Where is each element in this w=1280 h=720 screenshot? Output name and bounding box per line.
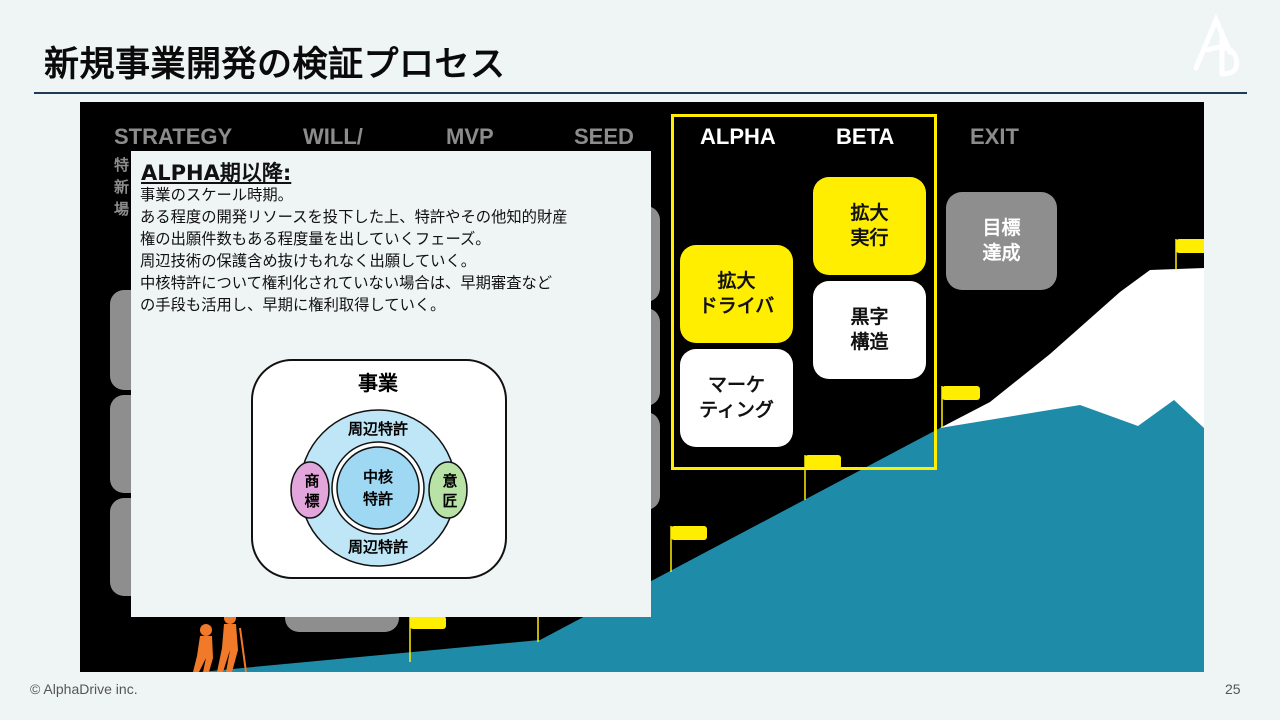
trademark-label-2: 標 bbox=[304, 492, 319, 510]
stage-beta-label: BETA bbox=[836, 124, 895, 149]
trademark-label-1: 商 bbox=[304, 472, 319, 490]
strategy-partial-2: 新 bbox=[114, 178, 130, 196]
beta-execute-box: 拡大 実行 bbox=[813, 177, 926, 275]
exit-goal-box: 目標 達成 bbox=[946, 192, 1057, 290]
patent-diagram: 事業 周辺特許 周辺特許 中核 特許 商 標 意 匠 bbox=[251, 359, 507, 579]
copyright: © AlphaDrive inc. bbox=[30, 681, 138, 697]
stage-seed-label: SEED bbox=[574, 124, 634, 149]
core-circle bbox=[336, 446, 420, 530]
trademark-ellipse bbox=[290, 461, 330, 519]
alphadrive-logo-icon bbox=[1193, 13, 1240, 77]
alpha-drive-box: 拡大 ドライバ bbox=[680, 245, 793, 343]
stage-exit-label: EXIT bbox=[970, 124, 1019, 149]
stage-will-label: WILL/ bbox=[303, 124, 363, 149]
design-label-1: 意 bbox=[442, 472, 457, 490]
mountain-slope bbox=[200, 400, 1204, 672]
alpha-callout: ALPHA期以降: 事業のスケール時期。 ある程度の開発リソースを投下した上、特… bbox=[131, 151, 651, 617]
callout-line: 中核特許について権利化されていない場合は、早期審査など bbox=[140, 274, 553, 292]
design-label-2: 匠 bbox=[442, 492, 457, 510]
callout-line: ある程度の開発リソースを投下した上、特許やその他知的財産 bbox=[140, 208, 568, 226]
growth-mountain bbox=[193, 239, 1204, 672]
milestone-flags bbox=[409, 239, 1204, 662]
page-number: 25 bbox=[1225, 681, 1241, 697]
peripheral-bottom-label: 周辺特許 bbox=[348, 538, 408, 556]
strategy-partial-1: 特 bbox=[114, 156, 130, 174]
callout-body: 事業のスケール時期。 ある程度の開発リソースを投下した上、特許やその他知的財産 … bbox=[140, 184, 645, 316]
core-label-2: 特許 bbox=[363, 490, 393, 508]
business-label: 事業 bbox=[358, 371, 399, 395]
climbers-icon bbox=[193, 612, 247, 672]
alpha-marketing-box: マーケ ティング bbox=[680, 349, 793, 447]
callout-line: の手段も活用し、早期に権利取得していく。 bbox=[140, 296, 446, 314]
callout-line: 事業のスケール時期。 bbox=[140, 186, 293, 204]
callout-heading: ALPHA期以降: bbox=[141, 161, 292, 185]
strategy-partial-3: 場 bbox=[114, 200, 130, 218]
peripheral-top-label: 周辺特許 bbox=[348, 420, 408, 438]
slide-title: 新規事業開発の検証プロセス bbox=[44, 45, 506, 85]
stage-mvp-label: MVP bbox=[446, 124, 494, 149]
beta-profit-box: 黒字 構造 bbox=[813, 281, 926, 379]
alpha-beta-highlight bbox=[671, 114, 937, 470]
stage-strategy-label: STRATEGY bbox=[114, 124, 233, 149]
title-divider bbox=[34, 92, 1247, 94]
stage-alpha-label: ALPHA bbox=[700, 124, 776, 149]
callout-line: 権の出願件数もある程度量を出していくフェーズ。 bbox=[140, 230, 491, 248]
design-ellipse bbox=[428, 461, 468, 519]
core-label-1: 中核 bbox=[363, 468, 393, 486]
callout-line: 周辺技術の保護含め抜けもれなく出願していく。 bbox=[140, 252, 477, 270]
